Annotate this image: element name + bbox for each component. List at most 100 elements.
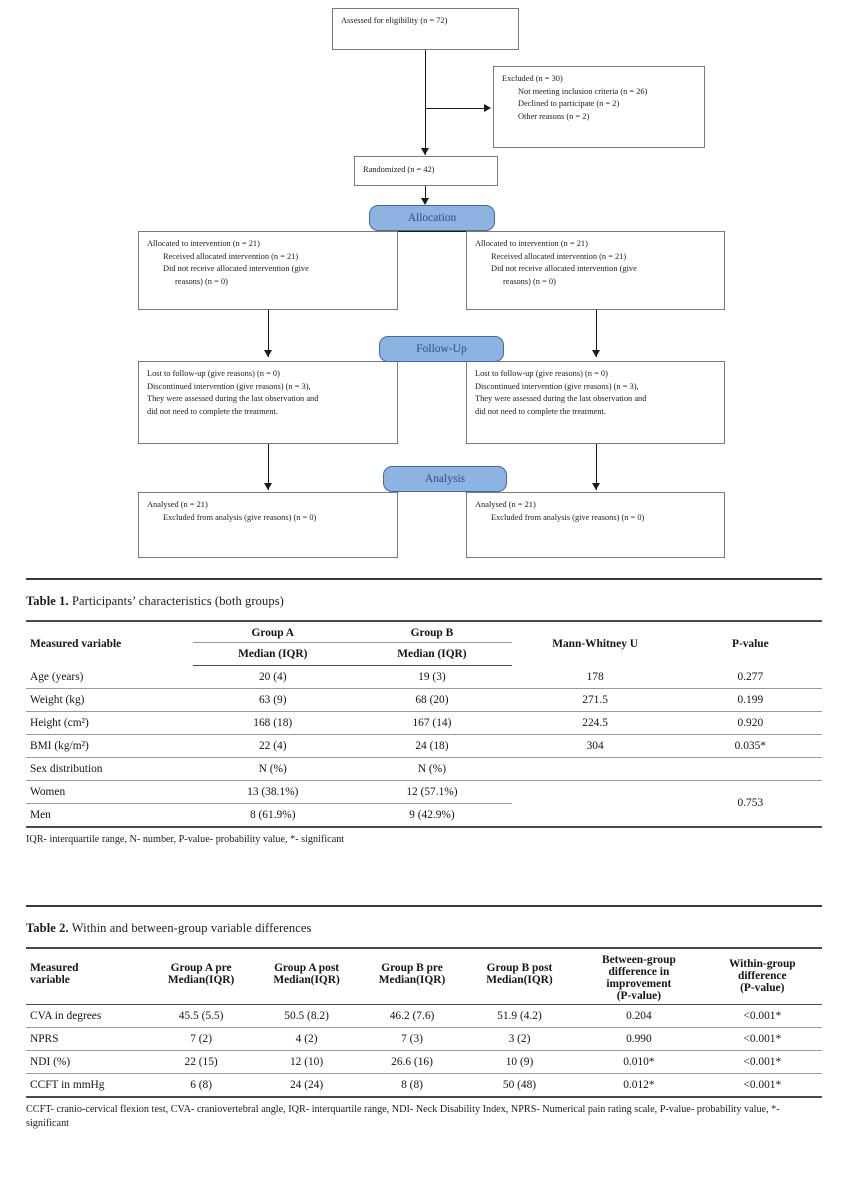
flow-box-followup-right: Lost to follow-up (give reasons) (n = 0)… <box>466 361 725 444</box>
hdr-line: Group A post <box>274 961 340 974</box>
flow-line: Declined to participate (n = 2) <box>518 99 620 109</box>
cell-p: 0.753 <box>737 797 764 810</box>
connector-alloc-left-to-followup <box>268 310 269 357</box>
arrowhead-followup-right <box>592 350 600 357</box>
table1-subcol-median-iqr-b: Median (IQR) <box>352 642 512 666</box>
table2: Measured variable Group A pre Median(IQR… <box>26 948 822 1096</box>
table1-bottom-rule <box>26 825 822 828</box>
cell-group-b: 24 (18) <box>352 734 512 758</box>
cell-variable: NPRS <box>26 1027 150 1051</box>
consort-flow-diagram: Assessed for eligibility (n = 72) Exclud… <box>0 0 848 572</box>
table-row: Sex distribution N (%) N (%) <box>26 757 822 781</box>
cell-mwu <box>512 780 679 803</box>
flow-line: Assessed for eligibility (n = 72) <box>341 16 448 25</box>
connector-followup-left-to-analysis <box>268 444 269 490</box>
table1-col-mann-whitney: Mann-Whitney U <box>552 637 638 650</box>
hdr-line: Median(IQR) <box>167 973 235 986</box>
cell-b-post: 10 (9) <box>463 1050 576 1074</box>
flow-line: Discontinued intervention (give reasons)… <box>475 381 639 391</box>
flow-banner-analysis: Analysis <box>383 466 507 492</box>
cell-mwu: 178 <box>511 665 679 689</box>
cell-variable: CVA in degrees <box>26 1004 150 1028</box>
cell-mwu: 224.5 <box>511 711 679 735</box>
table2-bottom-rule <box>26 1095 822 1098</box>
cell-between: 0.010* <box>575 1050 703 1074</box>
arrowhead-to-excluded <box>484 104 491 112</box>
cell-group-a: 8 (61.9%) <box>249 808 296 821</box>
table1-caption-text: Participants’ characteristics (both grou… <box>68 594 284 609</box>
table2-caption: Table 2. Within and between-group variab… <box>26 907 822 947</box>
table1-header-row-group: Measured variable Group A Group B Mann-W… <box>26 621 822 650</box>
table1-top-rule <box>26 578 822 581</box>
cell-group-a: 63 (9) <box>193 688 353 712</box>
connector-to-excluded <box>425 108 485 109</box>
table2-header-rule <box>26 947 822 949</box>
cell-group-a: N (%) <box>193 757 353 781</box>
flow-line: They were assessed during the last obser… <box>475 394 647 404</box>
hdr-line: Group A pre <box>170 961 232 974</box>
cell-variable: NDI (%) <box>26 1050 150 1074</box>
table1-col-group-a: Group A <box>193 621 353 643</box>
cell-a-pre: 45.5 (5.5) <box>149 1004 253 1028</box>
table1: Measured variable Group A Group B Mann-W… <box>26 621 822 826</box>
table2-header-row: Measured variable Group A pre Median(IQR… <box>26 948 822 1005</box>
table-row: Height (cm²) 168 (18) 167 (14) 224.5 0.9… <box>26 711 822 735</box>
cell-within: <0.001* <box>702 1004 822 1028</box>
cell-mwu: 271.5 <box>511 688 679 712</box>
flow-box-randomized: Randomized (n = 42) <box>354 156 498 186</box>
cell-a-pre: 6 (8) <box>190 1078 213 1091</box>
cell-group-b: 167 (14) <box>352 711 512 735</box>
table2-top-rule <box>26 905 822 908</box>
cell-p: 0.035* <box>678 734 822 758</box>
cell-group-a: 22 (4) <box>193 734 353 758</box>
hdr-line: (P-value) <box>740 981 785 994</box>
cell-variable: CCFT in mmHg <box>30 1078 105 1091</box>
flow-line: Excluded (n = 30) <box>502 74 563 83</box>
cell-p: 0.920 <box>678 711 822 735</box>
table2-col-group-a-pre: Group A pre Median(IQR) <box>149 948 253 1005</box>
hdr-line: Median(IQR) <box>273 973 340 986</box>
cell-variable: Weight (kg) <box>26 688 194 712</box>
flow-box-allocated-right: Allocated to intervention (n = 21) Recei… <box>466 231 725 310</box>
cell-group-a: 13 (38.1%) <box>193 780 353 804</box>
cell-within: <0.001* <box>702 1050 822 1074</box>
flow-line: Did not receive allocated intervention (… <box>491 264 637 274</box>
table2-col-within-group: Within-group difference (P-value) <box>702 948 822 1005</box>
hdr-line: Within-group <box>728 957 796 970</box>
table2-col-group-b-pre: Group B pre Median(IQR) <box>360 948 464 1005</box>
cell-a-post: 4 (2) <box>252 1027 361 1051</box>
cell-variable: Sex distribution <box>26 757 194 781</box>
arrowhead-to-randomized <box>421 148 429 155</box>
cell-a-pre: 7 (2) <box>149 1027 253 1051</box>
flow-line: did not need to complete the treatment. <box>147 406 278 416</box>
cell-between: 0.990 <box>575 1027 703 1051</box>
table-row: CCFT in mmHg 6 (8) 24 (24) 8 (8) 50 (48)… <box>26 1073 822 1096</box>
table2-caption-text: Within and between-group variable differ… <box>68 921 312 936</box>
hdr-line: variable <box>30 973 70 986</box>
table-row: Women 13 (38.1%) 12 (57.1%) 0.753 <box>26 780 822 809</box>
table1-col-group-b: Group B <box>352 621 512 643</box>
cell-b-post: 3 (2) <box>463 1027 576 1051</box>
hdr-line: Group B post <box>486 961 553 974</box>
connector-followup-right-to-analysis <box>596 444 597 490</box>
cell-variable: Age (years) <box>26 665 194 689</box>
table2-col-group-a-post: Group A post Median(IQR) <box>252 948 361 1005</box>
cell-variable: Men <box>30 808 51 821</box>
cell-group-b: 68 (20) <box>352 688 512 712</box>
flow-line: reasons) (n = 0) <box>503 276 556 286</box>
hdr-line: Measured <box>30 961 79 974</box>
table-row: BMI (kg/m²) 22 (4) 24 (18) 304 0.035* <box>26 734 822 758</box>
flow-banner-followup: Follow-Up <box>379 336 504 362</box>
flow-line: Excluded from analysis (give reasons) (n… <box>163 512 317 522</box>
table1-footnote: IQR- interquartile range, N- number, P-v… <box>26 833 345 845</box>
cell-group-b: 9 (42.9%) <box>409 808 455 821</box>
cell-b-pre: 46.2 (7.6) <box>360 1004 464 1028</box>
flow-line: Received allocated intervention (n = 21) <box>163 251 299 261</box>
flow-box-excluded: Excluded (n = 30) Not meeting inclusion … <box>493 66 705 148</box>
cell-within: <0.001* <box>743 1078 782 1091</box>
table-row: Weight (kg) 63 (9) 68 (20) 271.5 0.199 <box>26 688 822 712</box>
flow-line: Received allocated intervention (n = 21) <box>491 251 627 261</box>
table1-block: Table 1. Participants’ characteristics (… <box>26 578 822 847</box>
cell-b-post: 50 (48) <box>502 1078 537 1091</box>
table-row: CVA in degrees 45.5 (5.5) 50.5 (8.2) 46.… <box>26 1004 822 1028</box>
